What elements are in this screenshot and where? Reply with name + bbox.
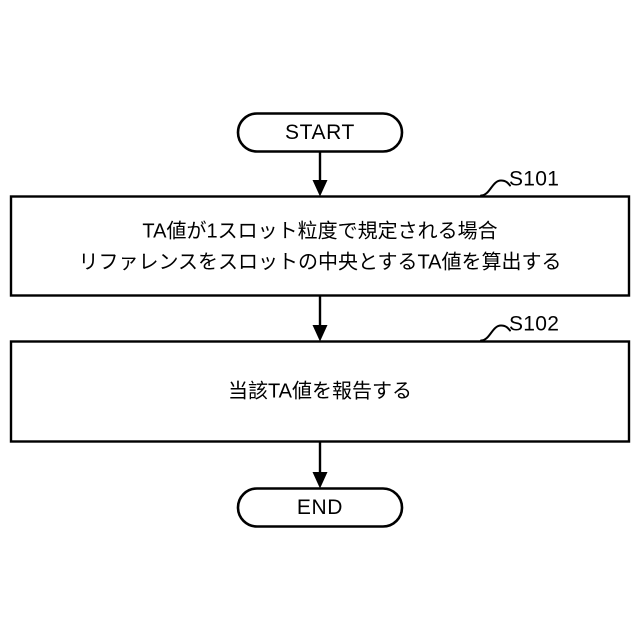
end-label: END bbox=[297, 496, 343, 519]
step2-text-line1: 当該TA値を報告する bbox=[228, 379, 412, 402]
connector-step1-to-step2 bbox=[312, 295, 328, 342]
step2-leader-line bbox=[480, 324, 511, 342]
start-label: START bbox=[285, 121, 355, 144]
arrowhead-step1-step2 bbox=[312, 325, 328, 342]
arrowhead-step2-end bbox=[312, 472, 328, 489]
step2-tag-label: S102 bbox=[509, 313, 559, 336]
start-terminator-shape bbox=[236, 112, 404, 153]
step1-text-line2: リファレンスをスロットの中央とするTA値を算出する bbox=[78, 250, 561, 273]
step1-process-shape bbox=[9, 195, 631, 297]
step1-tag-group: S101 bbox=[480, 168, 559, 197]
connector-start-to-step1 bbox=[312, 152, 328, 197]
node-step1: TA値が1スロット粒度で規定される場合 リファレンスをスロットの中央とするTA値… bbox=[9, 195, 631, 297]
arrowhead-start-step1 bbox=[312, 180, 328, 197]
step2-process-shape bbox=[9, 340, 631, 443]
step1-tag-label: S101 bbox=[509, 168, 559, 191]
node-end: END bbox=[236, 487, 404, 528]
node-step2: 当該TA値を報告する bbox=[9, 340, 631, 443]
step1-text-line1: TA値が1スロット粒度で規定される場合 bbox=[142, 219, 497, 242]
end-terminator-shape bbox=[236, 487, 404, 528]
step1-leader-line bbox=[480, 179, 511, 197]
node-start: START bbox=[236, 112, 404, 153]
step2-tag-group: S102 bbox=[480, 313, 559, 342]
connector-step2-to-end bbox=[312, 441, 328, 489]
